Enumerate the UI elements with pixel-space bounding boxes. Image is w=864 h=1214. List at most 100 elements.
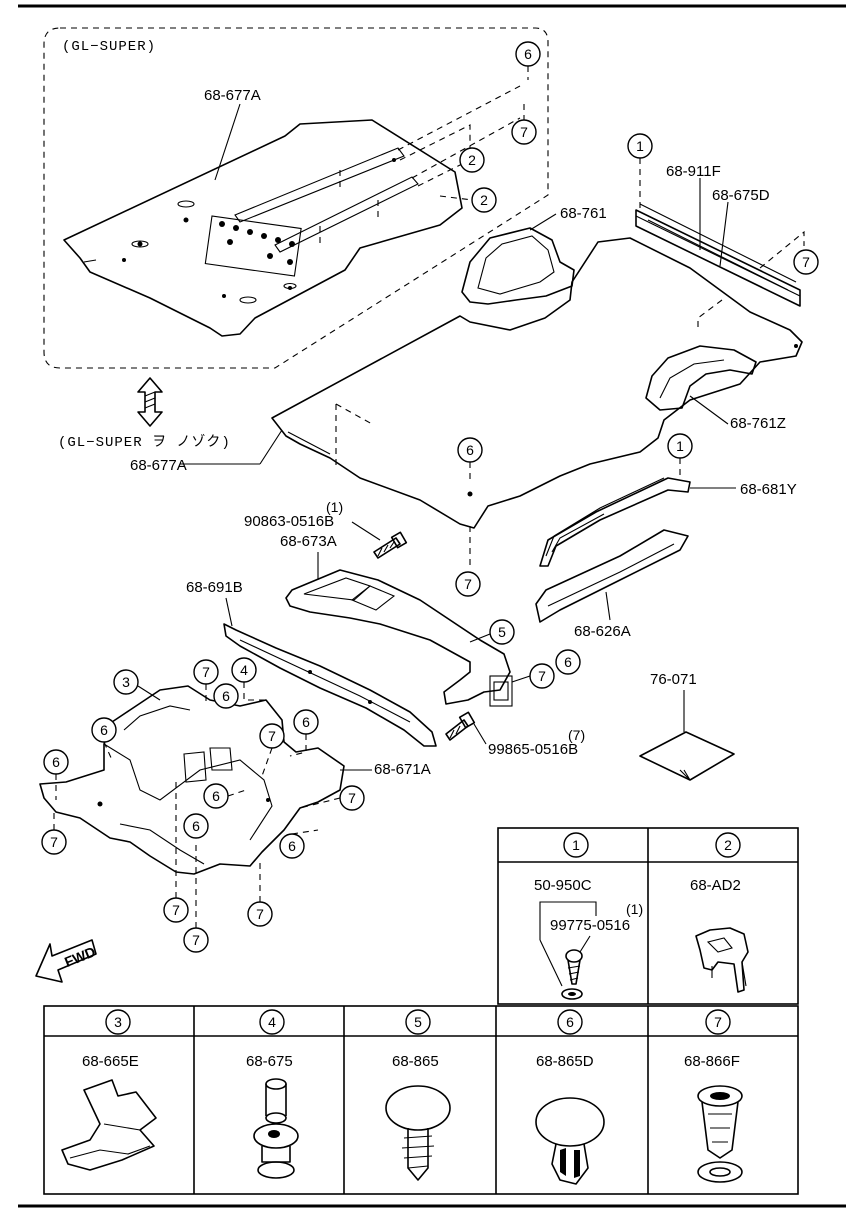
legend-part-5: 68-865 [392,1053,439,1070]
clip-68-865D-icon [535,1097,605,1185]
callout-6: 6 [203,783,229,809]
label-68-626A: 68-626A [574,623,631,640]
svg-text:7: 7 [192,932,200,948]
label-68-677A-gl-super: 68-677A [204,87,261,104]
label-99865-0516B: 99865-0516B [488,741,578,758]
qty-99865: (7) [568,727,585,743]
gl-super-caption: (GL−SUPER) [62,39,156,55]
callout-7: 7 [455,571,481,597]
callout-7: 7 [163,897,189,923]
part-68-761-hump [461,227,575,305]
callout-6: 6 [555,649,581,675]
legend-part-4: 68-675 [246,1053,293,1070]
callout-3: 3 [113,669,139,695]
svg-text:7: 7 [256,906,264,922]
gl-super-nojk-caption: (GL−SUPER ヲ ノゾク) [58,434,231,451]
label-68-761: 68-761 [560,205,607,222]
callout-1: 1 [667,433,693,459]
screw-99775-icon [565,949,583,985]
part-68-626A-strip [535,529,689,623]
svg-text:7: 7 [802,254,810,270]
svg-text:5: 5 [414,1014,422,1030]
legend-callout-6: 6 [557,1009,583,1035]
callout-6: 6 [183,813,209,839]
svg-text:7: 7 [714,1014,722,1030]
label-68-673A: 68-673A [280,533,337,550]
svg-text:3: 3 [114,1014,122,1030]
callout-7: 7 [511,119,537,145]
callout-2: 2 [471,187,497,213]
svg-text:7: 7 [538,668,546,684]
fwd-arrow-icon: FWD [35,939,98,983]
legend-part-7: 68-866F [684,1053,740,1070]
svg-text:4: 4 [240,662,248,678]
callout-5: 5 [489,619,515,645]
callout-6: 6 [91,717,117,743]
callout-6: 6 [43,749,69,775]
svg-text:6: 6 [566,1014,574,1030]
legend-part-1: 50-950C [534,877,592,894]
svg-text:6: 6 [52,754,60,770]
legend-callout-4: 4 [259,1009,285,1035]
legend-callout-2: 2 [715,832,741,858]
svg-text:5: 5 [498,624,506,640]
callout-7: 7 [793,249,819,275]
svg-text:7: 7 [202,664,210,680]
part-68-761Z-wheel-arch [645,345,757,411]
floor-mat-main [271,237,803,529]
washer-50-950C-icon [561,988,583,1000]
callout-7: 7 [339,785,365,811]
svg-text:FWD: FWD [62,943,98,970]
qty-90863: (1) [326,499,343,515]
screw-99865 [445,711,476,741]
callout-6: 6 [279,833,305,859]
part-68-681Y-side-rail [539,477,691,567]
clip-68-675-icon [253,1078,299,1179]
part-76-071-label [639,731,735,781]
svg-text:6: 6 [564,654,572,670]
svg-text:6: 6 [192,818,200,834]
callout-7: 7 [529,663,555,689]
hatched-double-arrow [137,377,163,427]
svg-text:7: 7 [464,576,472,592]
svg-text:6: 6 [302,714,310,730]
label-68-675D: 68-675D [712,187,770,204]
bracket-68-665E-icon [61,1079,157,1171]
part-68-673A-panel [285,569,513,707]
legend-part-2: 68-AD2 [690,877,741,894]
label-90863-0516B: 90863-0516B [244,513,334,530]
legend-box-row2 [43,1005,799,1195]
label-68-677A: 68-677A [130,457,187,474]
svg-text:7: 7 [50,834,58,850]
label-68-671A: 68-671A [374,761,431,778]
svg-text:6: 6 [212,788,220,804]
callout-7: 7 [259,723,285,749]
svg-text:1: 1 [676,438,684,454]
gl-super-dashed-guides [319,85,521,248]
callout-2: 2 [459,147,485,173]
svg-text:6: 6 [100,722,108,738]
svg-text:7: 7 [348,790,356,806]
svg-text:6: 6 [288,838,296,854]
svg-text:2: 2 [480,192,488,208]
legend-callout-3: 3 [105,1009,131,1035]
legend-sub-1: 99775-0516 [550,917,630,934]
svg-text:1: 1 [636,138,644,154]
callout-6: 6 [515,41,541,67]
callout-4: 4 [231,657,257,683]
label-76-071: 76-071 [650,671,697,688]
label-68-911F: 68-911F [666,163,721,180]
callout-6: 6 [213,683,239,709]
svg-text:6: 6 [466,442,474,458]
screw-90863 [373,531,408,559]
part-68-911F-rail [635,203,801,307]
clip-68-AD2-icon [695,927,749,993]
callout-7: 7 [193,659,219,685]
svg-text:1: 1 [572,837,580,853]
svg-text:7: 7 [172,902,180,918]
part-68-691B-strip [223,623,437,747]
legend-qty-1: (1) [626,901,643,917]
gl-super-enclosure [43,27,549,369]
label-68-681Y: 68-681Y [740,481,797,498]
